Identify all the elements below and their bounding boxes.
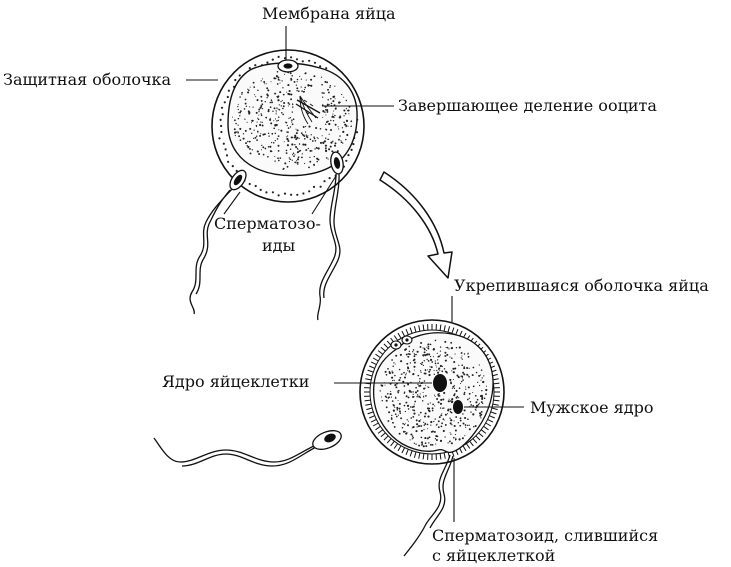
- label-fused-sperm-line2: с яйцеклеткой: [432, 546, 556, 565]
- label-male-nucleus: Мужское ядро: [530, 398, 654, 417]
- top-sperm-heads: [229, 151, 344, 191]
- leader-lines: [186, 26, 524, 522]
- bottom-egg-cytoplasm: [372, 332, 494, 454]
- top-egg: [189, 49, 365, 321]
- label-spermatozoa-line2: иды: [262, 236, 296, 255]
- label-egg-nucleus: Ядро яйцеклетки: [162, 372, 310, 391]
- top-egg-stipple: [231, 70, 353, 170]
- bottom-egg-stipple: [379, 339, 488, 448]
- label-final-division: Завершающее деление ооцита: [398, 96, 657, 115]
- label-hardened-membrane: Укрепившаяся оболочка яйца: [454, 276, 709, 295]
- label-protective-shell: Защитная оболочка: [3, 70, 172, 89]
- transition-arrow: [379, 171, 453, 279]
- label-spermatozoa-line1: Сперматозо-: [214, 214, 321, 233]
- label-egg-membrane: Мембрана яйца: [262, 4, 396, 23]
- free-sperm: [153, 430, 342, 467]
- top-egg-division-spindle: [295, 95, 321, 125]
- egg-nucleus-dot: [433, 374, 447, 392]
- label-fused-sperm-line1: Сперматозоид, слившийся: [432, 526, 659, 545]
- bottom-egg: [359, 319, 505, 557]
- bottom-egg-membrane-spikes: [364, 324, 500, 460]
- top-sperm-tails: [189, 173, 341, 321]
- male-nucleus-dot: [453, 400, 463, 414]
- fused-sperm-tail: [403, 454, 454, 557]
- bottom-polar-bodies: [390, 335, 413, 350]
